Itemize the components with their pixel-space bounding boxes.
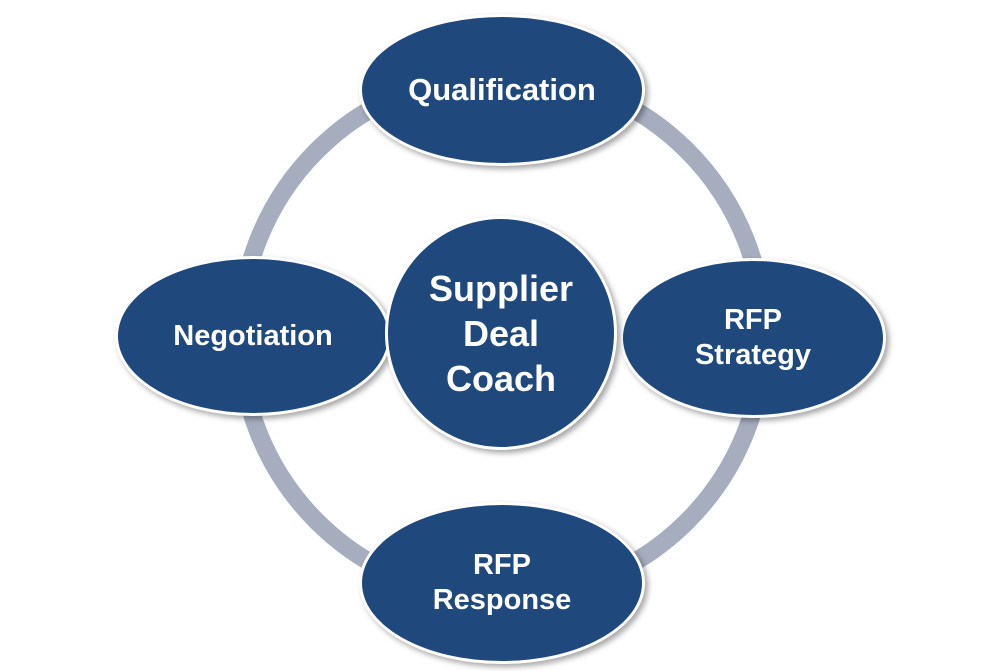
rfp-response-node: RFP Response (359, 502, 645, 664)
supplier-deal-coach-center: Supplier Deal Coach (385, 216, 617, 450)
negotiation-node: Negotiation (115, 256, 391, 416)
rfp-strategy-node: RFP Strategy (620, 258, 886, 418)
qualification-node: Qualification (359, 14, 645, 166)
